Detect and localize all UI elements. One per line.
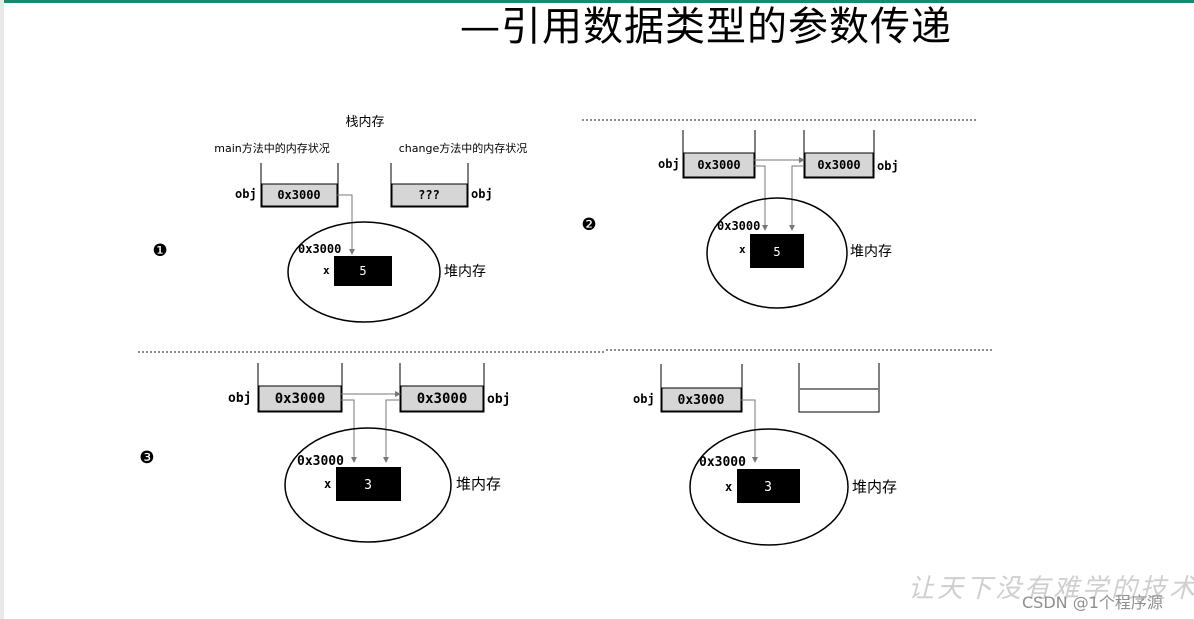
main-stack-frame	[257, 363, 343, 413]
top-accent-line	[0, 0, 1194, 3]
panel-step-2: 0x3000 obj 0x3000 obj 0x3000 x 5 堆内存 ❷	[581, 130, 899, 309]
change-obj-cell	[391, 183, 468, 207]
main-reference-arrow	[754, 165, 768, 231]
x-value: 3	[764, 480, 772, 495]
x-value: 5	[359, 264, 366, 278]
x-value-box	[334, 256, 392, 286]
change-memory-label: change方法中的内存状况	[399, 141, 527, 155]
x-value-box	[737, 469, 800, 503]
main-reference-arrow	[341, 399, 357, 463]
heap-label: 堆内存	[850, 244, 892, 260]
main-obj-label: obj	[658, 157, 680, 171]
main-obj-cell	[258, 385, 342, 412]
change-obj-cell	[400, 385, 484, 412]
field-x-label: x	[725, 480, 732, 494]
slide-title: —引用数据类型的参数传递	[460, 4, 952, 50]
main-obj-label: obj	[633, 392, 655, 406]
x-value-box	[336, 467, 401, 501]
panel-step-4: 0x3000 obj 0x3000 x 3 堆内存	[633, 363, 897, 546]
main-obj-label: obj	[235, 187, 257, 201]
panel-step-3: 0x3000 obj 0x3000 obj 0x3000 x 3 堆内存 ❸	[139, 363, 510, 543]
change-reference-arrow	[789, 165, 804, 231]
main-obj-address: 0x3000	[678, 393, 725, 408]
heap-address: 0x3000	[717, 219, 760, 233]
change-obj-address: 0x3000	[817, 158, 860, 172]
heap-address: 0x3000	[699, 455, 746, 470]
main-stack-frame	[660, 364, 743, 413]
change-stack-frame	[803, 130, 875, 179]
step-marker-2: ❷	[581, 215, 596, 235]
main-reference-arrow	[337, 194, 355, 255]
change-reference-arrow	[383, 399, 400, 463]
released-stack-frame	[798, 363, 880, 413]
x-value-box	[750, 234, 804, 268]
heap-ellipse	[287, 221, 441, 323]
change-obj-label: obj	[471, 187, 493, 201]
main-obj-address: 0x3000	[275, 391, 326, 407]
field-x-label: x	[324, 477, 331, 491]
change-obj-address: 0x3000	[417, 391, 468, 407]
change-obj-unknown: ???	[418, 188, 440, 202]
main-obj-address: 0x3000	[697, 158, 740, 172]
field-x-label: x	[739, 243, 746, 256]
step-marker-1: ❶	[152, 241, 167, 261]
change-obj-label: obj	[487, 392, 510, 407]
panel-step-1: 栈内存 main方法中的内存状况 change方法中的内存状况 0x3000 o…	[152, 114, 527, 323]
field-x-label: x	[323, 264, 330, 277]
x-value: 3	[364, 478, 372, 493]
x-value: 5	[773, 245, 780, 259]
main-obj-address: 0x3000	[277, 188, 320, 202]
main-memory-label: main方法中的内存状况	[214, 141, 329, 155]
heap-address: 0x3000	[297, 454, 344, 469]
stack-memory-label: 栈内存	[345, 114, 384, 130]
change-obj-cell	[804, 152, 874, 178]
main-obj-label: obj	[228, 391, 251, 406]
heap-ellipse	[284, 427, 452, 543]
change-obj-label: obj	[877, 159, 899, 173]
heap-ellipse	[689, 428, 849, 546]
faded-watermark: 让天下没有难学的技术	[908, 574, 1194, 604]
heap-label: 堆内存	[444, 264, 486, 280]
heap-address: 0x3000	[298, 242, 341, 256]
csdn-credit: CSDN @1个程序源	[1022, 593, 1163, 612]
step-marker-3: ❸	[139, 448, 154, 468]
heap-label: 堆内存	[852, 478, 897, 496]
heap-ellipse	[706, 197, 848, 309]
left-edge-bar	[0, 0, 4, 619]
change-stack-frame	[390, 163, 469, 208]
heap-label: 堆内存	[456, 475, 501, 493]
main-obj-cell	[683, 152, 755, 178]
main-stack-frame	[260, 163, 339, 208]
main-stack-frame	[682, 130, 756, 179]
change-stack-frame	[399, 363, 485, 413]
main-reference-arrow	[741, 399, 758, 463]
